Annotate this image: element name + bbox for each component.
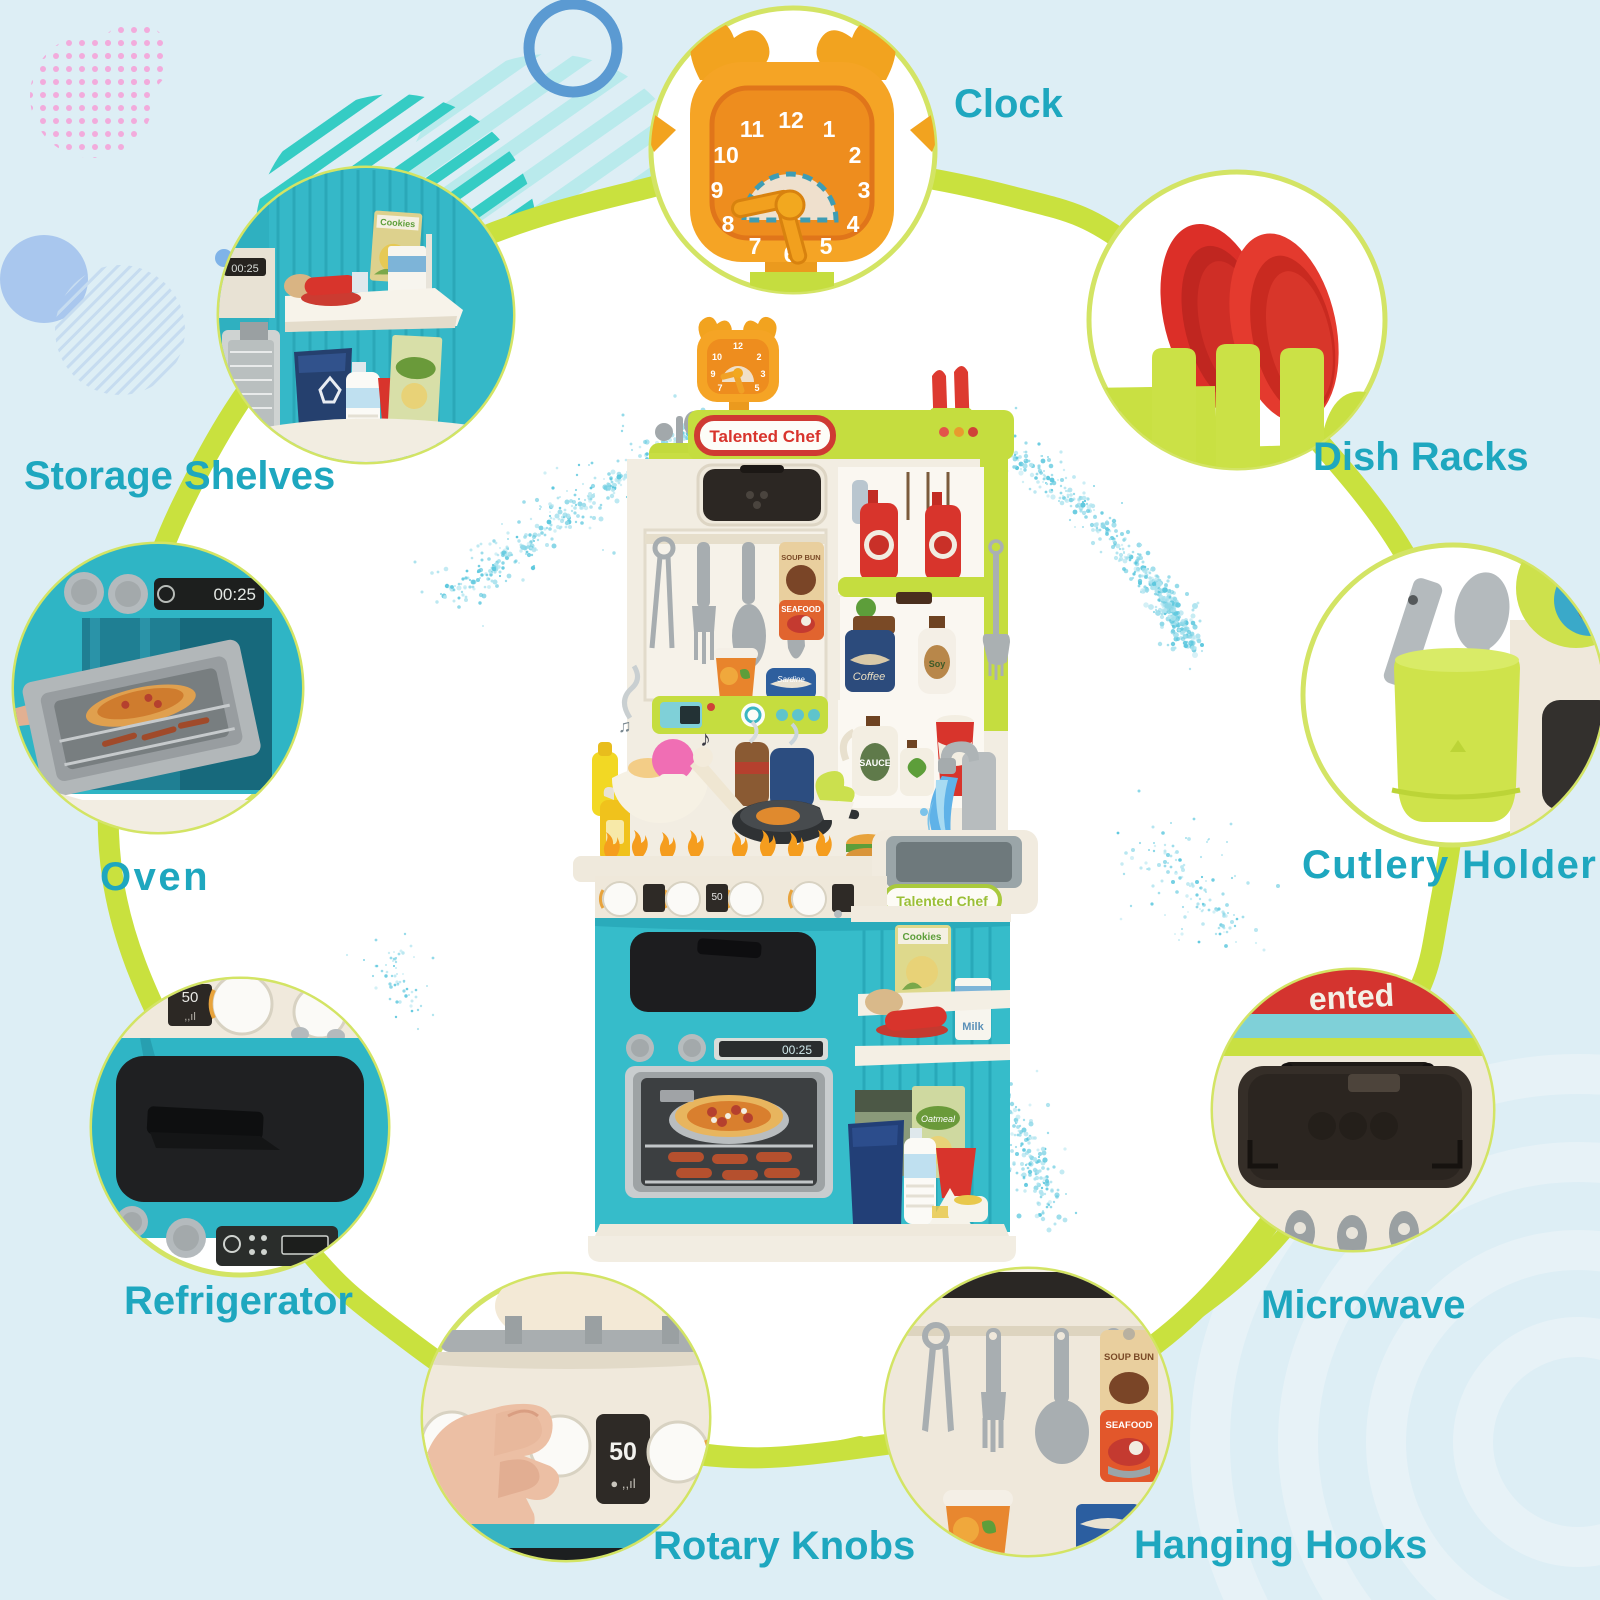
svg-text:50: 50 — [609, 1438, 637, 1466]
svg-text:SAUCE: SAUCE — [859, 758, 891, 768]
svg-text:SOUP BUN: SOUP BUN — [781, 553, 820, 562]
svg-text:8: 8 — [722, 211, 735, 237]
svg-text:Cookies: Cookies — [903, 932, 942, 943]
svg-text:Talented Chef: Talented Chef — [709, 427, 820, 446]
svg-text:00:25: 00:25 — [213, 585, 256, 604]
svg-text:Talented Chef: Talented Chef — [896, 893, 988, 909]
svg-text:SEAFOOD: SEAFOOD — [1106, 1420, 1153, 1431]
svg-text:SEAFOOD: SEAFOOD — [781, 605, 821, 614]
svg-text:4: 4 — [847, 211, 860, 237]
svg-text:10: 10 — [713, 142, 739, 168]
svg-text:Oven: Oven — [100, 855, 210, 899]
svg-text:Cookies: Cookies — [380, 217, 416, 229]
svg-text:9: 9 — [710, 369, 715, 379]
svg-text:2: 2 — [849, 142, 862, 168]
svg-text:Dish Racks: Dish Racks — [1313, 435, 1529, 479]
svg-text:5: 5 — [754, 383, 759, 393]
svg-text:Milk: Milk — [962, 1021, 984, 1033]
svg-text:Storage Shelves: Storage Shelves — [24, 454, 335, 498]
svg-text:7: 7 — [717, 383, 722, 393]
svg-text:SOUP BUN: SOUP BUN — [1104, 1352, 1154, 1363]
svg-text:Coffee: Coffee — [853, 671, 885, 683]
svg-text:50: 50 — [711, 892, 723, 903]
svg-text:Soy: Soy — [929, 659, 946, 669]
svg-text:5: 5 — [820, 233, 833, 259]
svg-text:3: 3 — [858, 177, 871, 203]
svg-text:● ,,ıl: ● ,,ıl — [610, 1476, 635, 1491]
svg-text:2: 2 — [756, 352, 761, 362]
svg-text:10: 10 — [712, 352, 722, 362]
svg-text:ented: ented — [1308, 977, 1395, 1017]
svg-text:12: 12 — [778, 107, 804, 133]
svg-text:,,ıl: ,,ıl — [184, 1011, 196, 1023]
svg-text:Clock: Clock — [954, 82, 1064, 126]
svg-text:Sardine: Sardine — [777, 675, 805, 684]
svg-text:Cutlery Holder: Cutlery Holder — [1302, 843, 1597, 887]
svg-text:3: 3 — [760, 369, 765, 379]
svg-text:11: 11 — [740, 116, 765, 142]
svg-text:9: 9 — [711, 177, 724, 203]
svg-text:Hanging Hooks: Hanging Hooks — [1134, 1523, 1427, 1567]
svg-text:1: 1 — [823, 116, 836, 142]
svg-text:00:25: 00:25 — [231, 263, 259, 275]
svg-text:♫: ♫ — [618, 716, 632, 736]
svg-text:Oatmeal: Oatmeal — [921, 1114, 956, 1124]
svg-text:12: 12 — [733, 341, 743, 351]
svg-text:Rotary Knobs: Rotary Knobs — [653, 1524, 915, 1568]
svg-text:00:25: 00:25 — [782, 1043, 812, 1057]
svg-text:50: 50 — [182, 989, 199, 1006]
svg-text:Microwave: Microwave — [1261, 1283, 1466, 1327]
svg-text:Refrigerator: Refrigerator — [124, 1279, 353, 1323]
svg-text:♪: ♪ — [700, 726, 711, 751]
svg-text:7: 7 — [749, 233, 762, 259]
